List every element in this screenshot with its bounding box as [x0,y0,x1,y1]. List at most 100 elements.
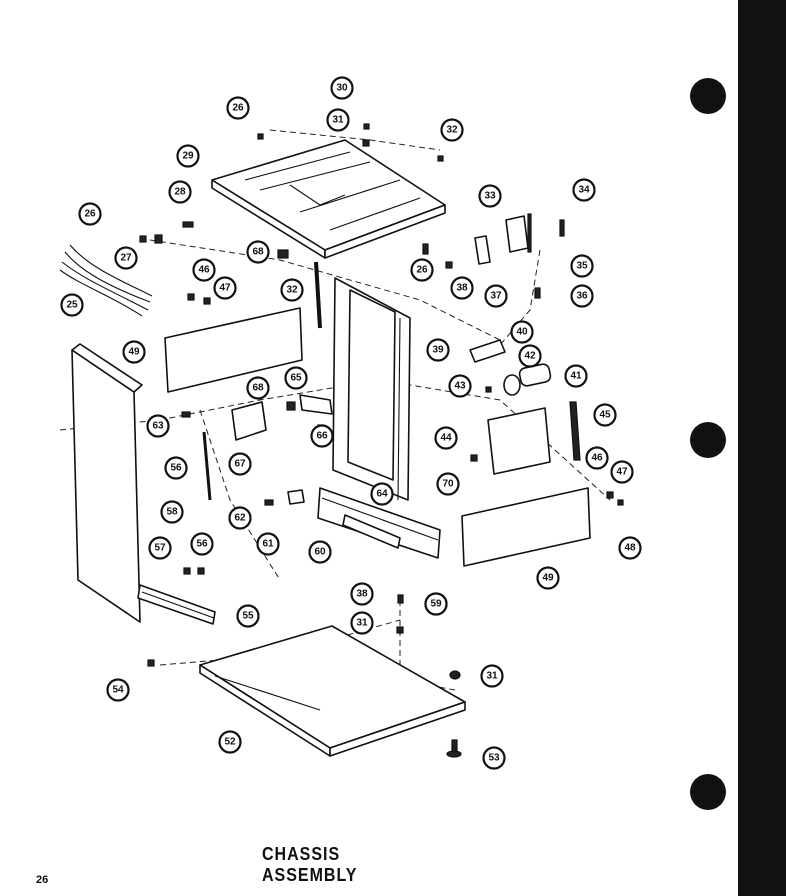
callout-44: 44 [434,426,458,450]
callout-46: 46 [192,258,216,282]
callout-bubble [114,246,138,270]
callout-bubble [148,536,172,560]
callout-number: 49 [128,347,140,358]
callout-56: 56 [164,456,188,480]
callout-30: 30 [330,76,354,100]
callout-42: 42 [518,344,542,368]
callout-31: 31 [350,611,374,635]
callout-number: 32 [446,125,458,136]
callout-36: 36 [570,284,594,308]
binder-hole [690,422,726,458]
binder-hole [690,774,726,810]
callout-31: 31 [326,108,350,132]
callout-64: 64 [370,482,394,506]
rail-part-55 [137,584,216,625]
callout-bubble [518,344,542,368]
callout-bubble [350,611,374,635]
callout-number: 38 [456,283,468,294]
callout-number: 30 [336,83,348,94]
callout-bubble [448,374,472,398]
callout-49: 49 [536,566,560,590]
callout-55: 55 [236,604,260,628]
callout-bubble [618,536,642,560]
callout-number: 45 [599,410,611,421]
callout-number: 64 [376,489,388,500]
callout-bubble [190,532,214,556]
callout-number: 63 [152,421,164,432]
callout-bubble [585,446,609,470]
callout-number: 44 [440,433,452,444]
figure-caption: CHASSIS ASSEMBLY [262,845,358,886]
switch-part-33 [505,213,532,253]
callout-bubble [478,184,502,208]
callout-bubble [236,604,260,628]
callout-70: 70 [436,472,460,496]
callout-bubble [434,426,458,450]
callout-number: 37 [490,291,502,302]
callout-number: 47 [616,467,628,478]
callout-bubble [593,403,617,427]
callout-28: 28 [168,180,192,204]
switch-part-37 [474,235,491,265]
callout-bubble [78,202,102,226]
callout-number: 29 [182,151,194,162]
callout-bubble [484,284,508,308]
callout-number: 54 [112,685,124,696]
callout-26: 26 [226,96,250,120]
callout-bubble [228,506,252,530]
callout-number: 49 [542,573,554,584]
panel-part-49-right [461,487,591,567]
callout-number: 31 [356,618,368,629]
callout-60: 60 [308,540,332,564]
callout-34: 34 [572,178,596,202]
callout-number: 25 [66,300,78,311]
callout-number: 43 [454,381,466,392]
callout-35: 35 [570,254,594,278]
callout-bubble [60,293,84,317]
callout-26: 26 [410,258,434,282]
callout-number: 57 [154,543,166,554]
callout-57: 57 [148,536,172,560]
callout-number: 47 [219,283,231,294]
callout-number: 39 [432,345,444,356]
callout-number: 31 [486,671,498,682]
part-36 [534,287,541,299]
bracket-part-40 [469,339,506,363]
callout-bubble [410,258,434,282]
callout-68: 68 [246,240,270,264]
callout-bubble [218,730,242,754]
callout-bubble [610,460,634,484]
callout-bubble [482,746,506,770]
callout-bubble [326,108,350,132]
callout-bubble [192,258,216,282]
callout-bubble [246,376,270,400]
callout-46: 46 [585,446,609,470]
callout-number: 46 [591,453,603,464]
callout-68: 68 [246,376,270,400]
callout-66: 66 [310,424,334,448]
callout-bubble [122,340,146,364]
callout-bubble [310,424,334,448]
rod-part-32 [314,261,322,329]
callout-number: 55 [242,611,254,622]
callout-32: 32 [440,118,464,142]
top-panel-part-29 [211,139,446,259]
callout-bubble [536,566,560,590]
callout-27: 27 [114,246,138,270]
callout-number: 61 [262,539,274,550]
callout-54: 54 [106,678,130,702]
component-part-67 [231,401,267,441]
callout-number: 56 [196,539,208,550]
callout-bubble [370,482,394,506]
callout-bubble [284,366,308,390]
callout-bubble [228,452,252,476]
callout-number: 68 [252,247,264,258]
callout-bubble [424,592,448,616]
callout-number: 46 [198,265,210,276]
callout-bubble [436,472,460,496]
callout-number: 42 [524,351,536,362]
callout-43: 43 [448,374,472,398]
callout-number: 32 [286,285,298,296]
